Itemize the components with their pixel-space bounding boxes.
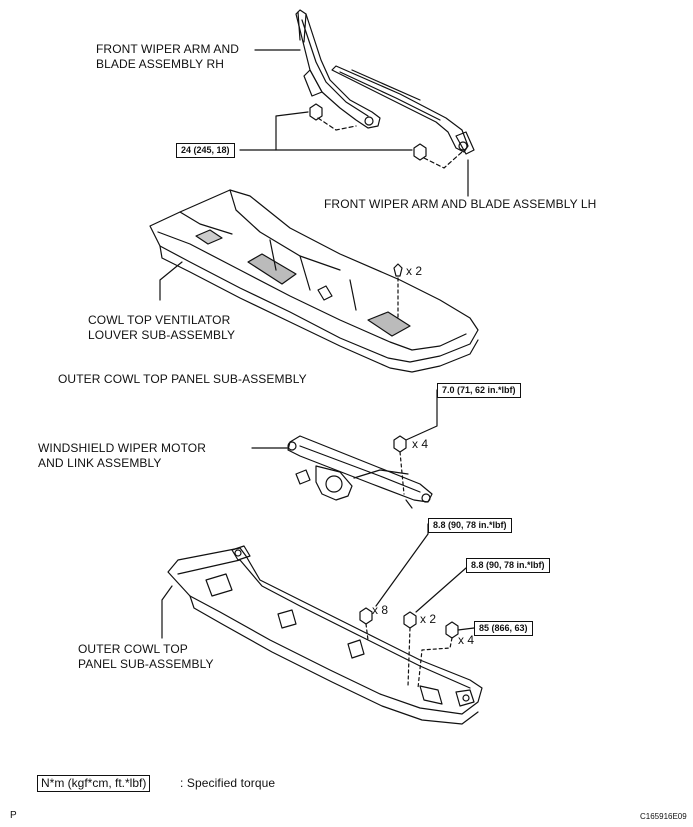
footer-left-mark: P <box>10 810 17 821</box>
figure-code: C165916E09 <box>640 812 687 821</box>
cowl-louver-label: COWL TOP VENTILATOR LOUVER SUB-ASSEMBLY <box>88 313 236 342</box>
wiper-nuts <box>309 103 463 169</box>
outer-cowl-panel-label: OUTER COWL TOP PANEL SUB-ASSEMBLY <box>78 642 214 671</box>
wiper-arm-rh-drawing <box>295 9 381 129</box>
torque-legend-text: : Specified torque <box>180 776 276 790</box>
outer-cowl-panel-drawing <box>167 545 483 725</box>
torque-spec-wiper-nut: 24 (245, 18) <box>176 143 235 158</box>
panel-bolt-quantity: x 8 <box>372 603 389 617</box>
torque-legend-unit: N*m (kgf*cm, ft.*lbf) <box>37 775 151 792</box>
wiper-motor-drawing <box>287 435 433 509</box>
torque-spec-panel-stud-nut: 85 (866, 63) <box>474 621 533 636</box>
wiper-arm-rh-label: FRONT WIPER ARM AND BLADE ASSEMBLY RH <box>96 42 240 71</box>
panel-nut-quantity-b: x 4 <box>458 633 475 647</box>
torque-spec-panel-nut: 8.8 (90, 78 in.*lbf) <box>466 558 550 573</box>
motor-bolt <box>393 435 407 495</box>
panel-nut-quantity-a: x 2 <box>420 612 437 626</box>
wiper-motor-label: WINDSHIELD WIPER MOTOR AND LINK ASSEMBLY <box>38 441 206 470</box>
panel-bolts <box>359 607 459 689</box>
torque-spec-motor-bolt: 7.0 (71, 62 in.*lbf) <box>437 383 521 398</box>
clip-quantity: x 2 <box>406 264 423 278</box>
outer-cowl-top-panel-label: OUTER COWL TOP PANEL SUB-ASSEMBLY <box>58 372 307 386</box>
wiper-arm-lh-label: FRONT WIPER ARM AND BLADE ASSEMBLY LH <box>324 197 597 211</box>
motor-bolt-quantity: x 4 <box>412 437 429 451</box>
louver-clip <box>393 263 403 321</box>
torque-spec-panel-bolt: 8.8 (90, 78 in.*lbf) <box>428 518 512 533</box>
wiper-arm-lh-drawing <box>331 65 475 155</box>
cowl-louver-drawing <box>149 189 479 373</box>
